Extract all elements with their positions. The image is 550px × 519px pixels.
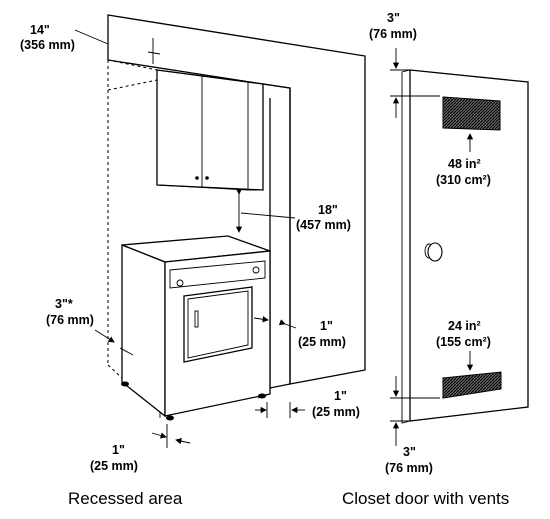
vent-bottom-area-metric: (155 cm²): [436, 335, 491, 349]
dryer: [121, 235, 271, 421]
cabinet-gap-label: 18": [318, 203, 338, 217]
bottom-left-label: 1": [112, 443, 125, 457]
closet-door-caption: Closet door with vents: [342, 489, 509, 508]
door-top-label: 3": [387, 11, 400, 25]
recessed-area-illustration: [74, 14, 366, 448]
closet-door: [409, 69, 529, 422]
cabinet-gap-metric: (457 mm): [296, 218, 351, 232]
door-bottom-metric: (76 mm): [385, 461, 433, 475]
side-gap-label: 1": [320, 319, 333, 333]
vent-top-area: 48 in²: [448, 157, 481, 171]
bottom-left-metric: (25 mm): [90, 459, 138, 473]
recess-side-label: 14": [30, 23, 50, 37]
side-gap-metric: (25 mm): [298, 335, 346, 349]
bottom-right-label: 1": [334, 389, 347, 403]
rear-gap-label: 3"*: [55, 297, 73, 311]
bottom-right-metric: (25 mm): [312, 405, 360, 419]
vent-bottom: [442, 371, 502, 399]
wall-cabinet: [156, 69, 264, 191]
vent-bottom-area: 24 in²: [448, 319, 481, 333]
door-bottom-label: 3": [403, 445, 416, 459]
door-knob: [424, 242, 443, 262]
vent-top-area-metric: (310 cm²): [436, 173, 491, 187]
recess-left-outline: [107, 59, 158, 379]
rear-gap-metric: (76 mm): [46, 313, 94, 327]
closet-door-illustration: [390, 48, 529, 446]
door-top-metric: (76 mm): [369, 27, 417, 41]
recess-side-metric: (356 mm): [20, 38, 75, 52]
recessed-area-caption: Recessed area: [68, 489, 183, 508]
vent-top: [442, 96, 501, 131]
